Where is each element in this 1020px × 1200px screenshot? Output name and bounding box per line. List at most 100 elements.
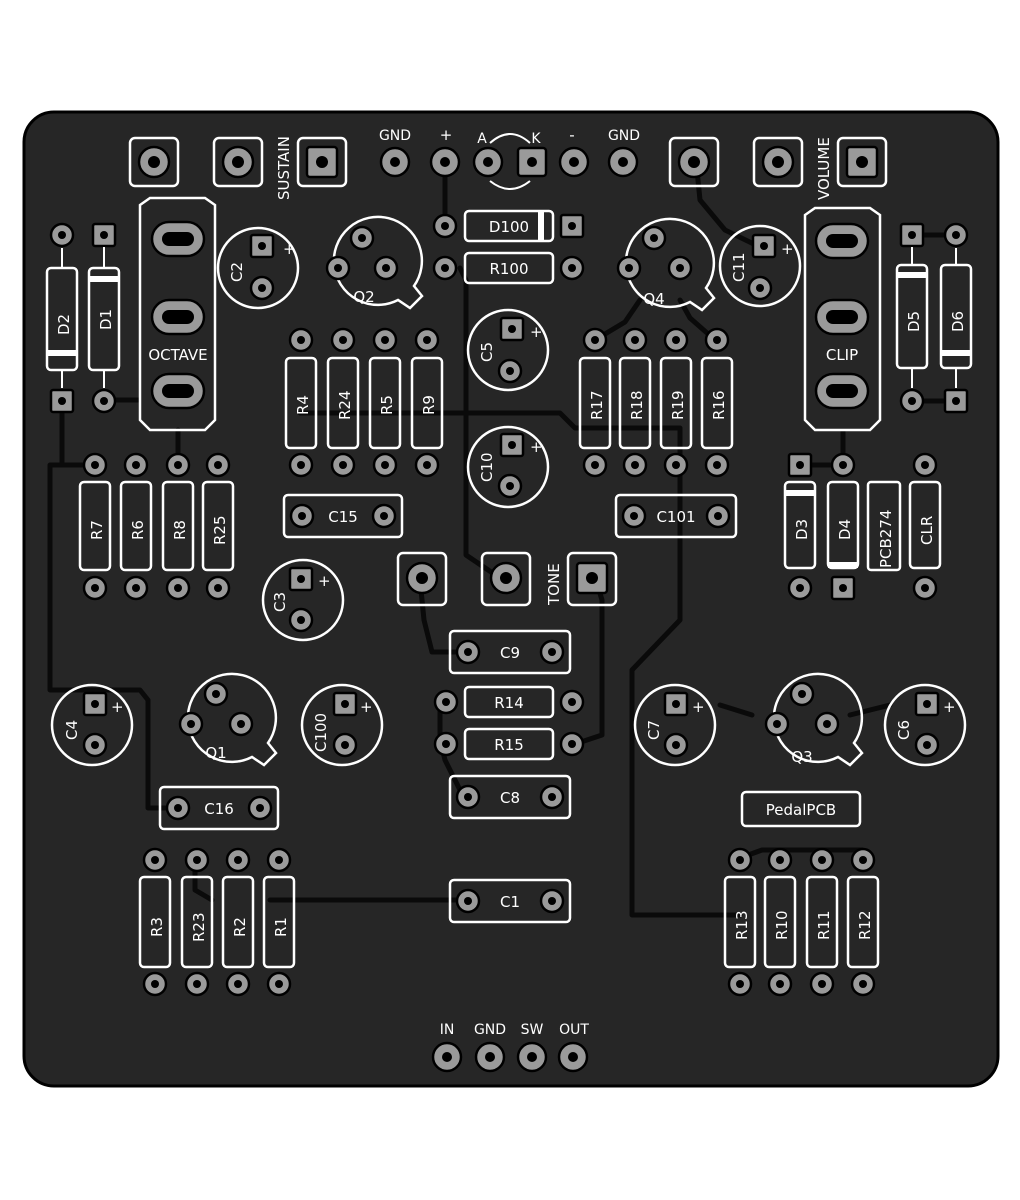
svg-text:C1: C1 (500, 893, 520, 911)
resistor-r7: R7 (78, 452, 112, 601)
svg-text:D100: D100 (489, 218, 529, 236)
ecap-c10: + C10 (466, 425, 550, 509)
svg-text:R1: R1 (272, 917, 290, 937)
svg-text:D1: D1 (97, 309, 115, 330)
ecap-c11: + C11 (718, 224, 802, 308)
resistor-r10: R10 (763, 847, 797, 997)
resistor-r11: R11 (805, 847, 839, 997)
ecap-c4: + C4 (50, 683, 134, 767)
svg-text:R19: R19 (669, 390, 687, 420)
volume-label: VOLUME (815, 137, 833, 200)
svg-text:D5: D5 (905, 311, 923, 332)
svg-text:C15: C15 (328, 508, 358, 526)
io-out: OUT (559, 1022, 589, 1038)
header-minus: - (569, 126, 574, 144)
svg-text:+: + (360, 698, 373, 716)
cap-c16: C16 (158, 785, 280, 831)
svg-text:+: + (318, 572, 331, 590)
svg-text:C9: C9 (500, 644, 520, 662)
svg-text:D3: D3 (793, 519, 811, 540)
svg-text:R12: R12 (856, 910, 874, 940)
io-header: IN GND SW OUT (431, 1022, 589, 1073)
svg-text:C16: C16 (204, 800, 234, 818)
svg-text:+: + (692, 698, 705, 716)
resistor-r14: R14 (433, 685, 585, 719)
tone-label: TONE (545, 563, 563, 606)
svg-text:R5: R5 (378, 395, 396, 415)
svg-text:R4: R4 (294, 395, 312, 415)
diode-d1: D1 (87, 222, 121, 414)
header-gnd2: GND (608, 128, 640, 144)
svg-text:C4: C4 (63, 720, 81, 740)
clip-label: CLIP (826, 346, 858, 364)
svg-text:+: + (530, 323, 543, 341)
header-plus: + (440, 126, 453, 144)
svg-text:R11: R11 (815, 910, 833, 940)
header-a: A (477, 131, 487, 147)
resistor-r3: R3 (138, 847, 172, 997)
svg-text:R6: R6 (129, 520, 147, 540)
svg-text:Q2: Q2 (353, 288, 374, 306)
svg-text:Q1: Q1 (205, 744, 226, 762)
svg-text:R10: R10 (773, 910, 791, 940)
brand-label: PedalPCB (740, 790, 862, 828)
svg-text:R13: R13 (733, 910, 751, 940)
svg-text:Q4: Q4 (643, 290, 664, 308)
pot-sustain: SUSTAIN (128, 136, 348, 200)
diode-d3: D3 (783, 452, 817, 601)
resistor-r8: R8 (161, 452, 195, 601)
svg-text:R24: R24 (336, 390, 354, 420)
svg-text:+: + (283, 240, 296, 258)
transistor-q3: Q3 (764, 672, 864, 767)
svg-text:C3: C3 (271, 592, 289, 612)
ecap-c7: + C7 (633, 683, 717, 767)
pot-tone: TONE (396, 551, 618, 607)
svg-text:R16: R16 (710, 390, 728, 420)
resistor-clr: CLR (908, 452, 942, 601)
resistor-r13: R13 (723, 847, 757, 997)
resistor-r12: R12 (846, 847, 880, 997)
svg-text:R9: R9 (420, 395, 438, 415)
svg-text:+: + (530, 438, 543, 456)
sustain-label: SUSTAIN (275, 136, 293, 200)
svg-text:C11: C11 (730, 252, 748, 282)
io-sw: SW (521, 1022, 544, 1038)
octave-label: OCTAVE (148, 346, 207, 364)
diode-d4: D4 (826, 452, 860, 601)
svg-text:D2: D2 (55, 314, 73, 335)
transistor-q2: Q2 (325, 215, 424, 310)
resistor-r16: R16 (700, 327, 734, 478)
resistor-r15: R15 (433, 727, 585, 761)
ecap-c5: + C5 (466, 308, 550, 392)
resistor-r24: R24 (326, 327, 360, 478)
transistor-q4: Q4 (616, 217, 716, 312)
svg-text:C6: C6 (895, 720, 913, 740)
svg-text:C2: C2 (228, 262, 246, 282)
svg-text:R7: R7 (88, 520, 106, 540)
svg-text:R17: R17 (588, 390, 606, 420)
svg-text:R23: R23 (190, 912, 208, 942)
resistor-r5: R5 (368, 327, 402, 478)
io-gnd: GND (474, 1022, 506, 1038)
svg-text:R100: R100 (489, 260, 528, 278)
resistor-r100: R100 (432, 251, 585, 285)
ecap-c6: + C6 (883, 683, 967, 767)
svg-text:PedalPCB: PedalPCB (766, 801, 836, 819)
cap-c1: C1 (448, 878, 572, 924)
svg-text:R15: R15 (494, 736, 524, 754)
resistor-r9: R9 (410, 327, 444, 478)
svg-text:C100: C100 (312, 713, 330, 752)
svg-text:D6: D6 (949, 311, 967, 332)
resistor-r6: R6 (119, 452, 153, 601)
cap-c9: C9 (448, 629, 572, 675)
resistor-r19: R19 (659, 327, 693, 478)
svg-text:R14: R14 (494, 694, 524, 712)
svg-text:+: + (943, 698, 956, 716)
resistor-r17: R17 (578, 327, 612, 478)
svg-text:R25: R25 (211, 515, 229, 545)
svg-text:R8: R8 (171, 520, 189, 540)
svg-text:C8: C8 (500, 789, 520, 807)
switch-clip: CLIP (803, 206, 882, 432)
resistor-r23: R23 (180, 847, 214, 997)
resistor-r1: R1 (262, 847, 296, 997)
